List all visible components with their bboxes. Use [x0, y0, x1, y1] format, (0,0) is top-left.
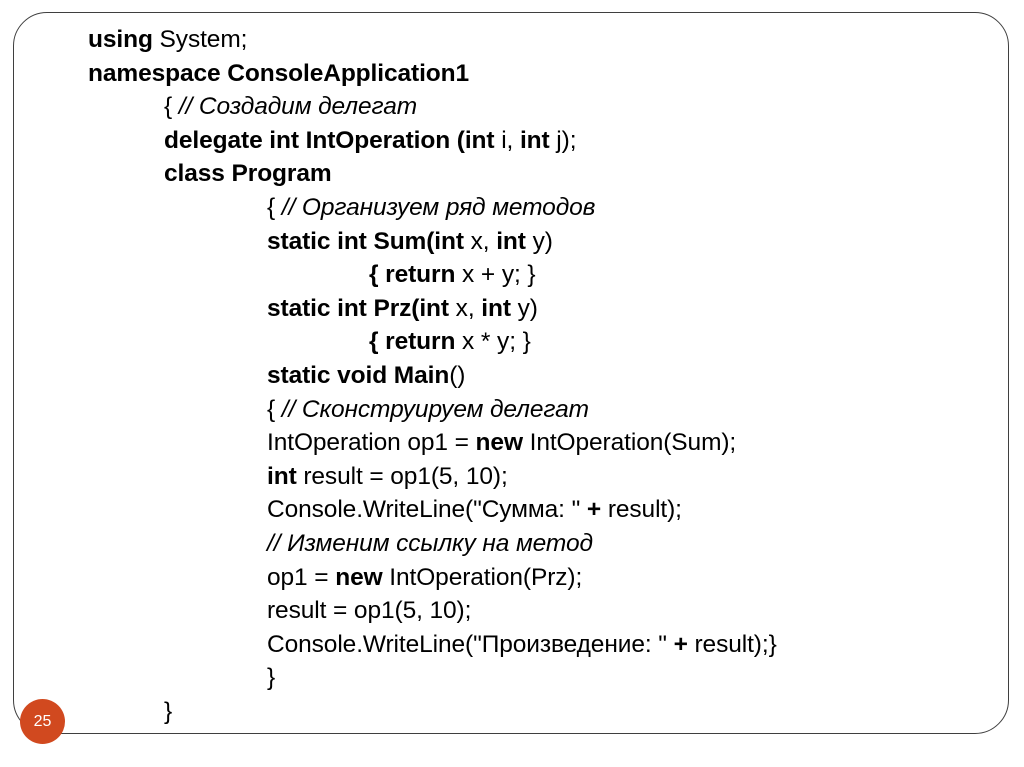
- code-token: int: [519, 126, 557, 154]
- code-token: IntOperation op1 =: [267, 429, 476, 457]
- code-token: static int Prz(int: [267, 294, 456, 322]
- code-token: new: [475, 429, 530, 457]
- code-token: // Создадим делегат: [178, 93, 418, 121]
- code-line: namespace ConsoleApplication1: [0, 57, 1024, 91]
- code-token: result = op1(5, 10);: [303, 462, 508, 490]
- code-token: x + y; }: [462, 261, 536, 289]
- code-token: IntOperation(Sum);: [529, 429, 737, 457]
- code-token: int: [267, 462, 304, 490]
- code-token: i,: [501, 126, 520, 154]
- code-token: result = op1(5, 10);: [267, 597, 472, 625]
- code-line: result = op1(5, 10);: [0, 594, 1024, 628]
- code-token: (): [449, 361, 466, 389]
- code-line: static int Prz(int x, int y): [0, 292, 1024, 326]
- code-line: Console.WriteLine("Произведение: " + res…: [0, 628, 1024, 662]
- code-token: delegate int IntOperation (int: [164, 126, 502, 154]
- code-token: // Изменим ссылку на метод: [267, 529, 593, 557]
- code-line: { return x + y; }: [0, 258, 1024, 292]
- code-token: op1 =: [267, 563, 336, 591]
- page-number-label: 25: [33, 712, 52, 730]
- code-token: IntOperation(Prz);: [389, 563, 583, 591]
- code-line: using System;: [0, 23, 1024, 57]
- code-token: class Program: [164, 160, 332, 188]
- code-token: y): [532, 227, 553, 255]
- code-token: {: [267, 193, 282, 221]
- code-token: Console.WriteLine("Сумма: ": [267, 496, 587, 524]
- page-number-badge: 25: [20, 699, 65, 744]
- code-token: Console.WriteLine("Произведение: ": [267, 630, 674, 658]
- code-line: }: [0, 695, 1024, 729]
- code-token: x,: [470, 227, 497, 255]
- code-token: int: [481, 294, 518, 322]
- code-line: }: [0, 661, 1024, 695]
- code-token: x,: [455, 294, 482, 322]
- code-line: { return x * y; }: [0, 325, 1024, 359]
- code-token: new: [335, 563, 390, 591]
- code-line: class Program: [0, 157, 1024, 191]
- code-line: { // Сконструируем делегат: [0, 393, 1024, 427]
- code-line: Console.WriteLine("Сумма: " + result);: [0, 493, 1024, 527]
- code-token: // Сконструируем делегат: [281, 395, 589, 423]
- code-line: delegate int IntOperation (int i, int j)…: [0, 124, 1024, 158]
- code-line: int result = op1(5, 10);: [0, 460, 1024, 494]
- code-token: }: [267, 664, 276, 692]
- code-line: IntOperation op1 = new IntOperation(Sum)…: [0, 426, 1024, 460]
- code-token: { return: [369, 328, 463, 356]
- code-listing: using System;namespace ConsoleApplicatio…: [0, 23, 1024, 728]
- code-line: static void Main(): [0, 359, 1024, 393]
- code-token: x * y; }: [462, 328, 531, 356]
- code-token: {: [267, 395, 282, 423]
- code-token: result);}: [694, 630, 777, 658]
- code-token: static int Sum(int: [267, 227, 471, 255]
- code-token: y): [517, 294, 538, 322]
- code-token: int: [496, 227, 533, 255]
- code-line: { // Организуем ряд методов: [0, 191, 1024, 225]
- code-token: System;: [159, 26, 248, 53]
- code-token: using: [88, 26, 160, 53]
- code-token: j);: [556, 126, 577, 154]
- code-line: op1 = new IntOperation(Prz);: [0, 561, 1024, 595]
- code-token: +: [586, 496, 608, 524]
- code-token: result);: [607, 496, 682, 524]
- code-token: {: [164, 93, 179, 121]
- code-token: +: [673, 630, 695, 658]
- code-token: }: [164, 697, 173, 725]
- code-token: // Организуем ряд методов: [281, 193, 596, 221]
- code-line: // Изменим ссылку на метод: [0, 527, 1024, 561]
- code-token: static void Main: [267, 361, 450, 389]
- code-token: namespace ConsoleApplication1: [88, 59, 470, 87]
- code-line: static int Sum(int x, int y): [0, 225, 1024, 259]
- code-line: { // Создадим делегат: [0, 90, 1024, 124]
- code-token: { return: [369, 261, 463, 289]
